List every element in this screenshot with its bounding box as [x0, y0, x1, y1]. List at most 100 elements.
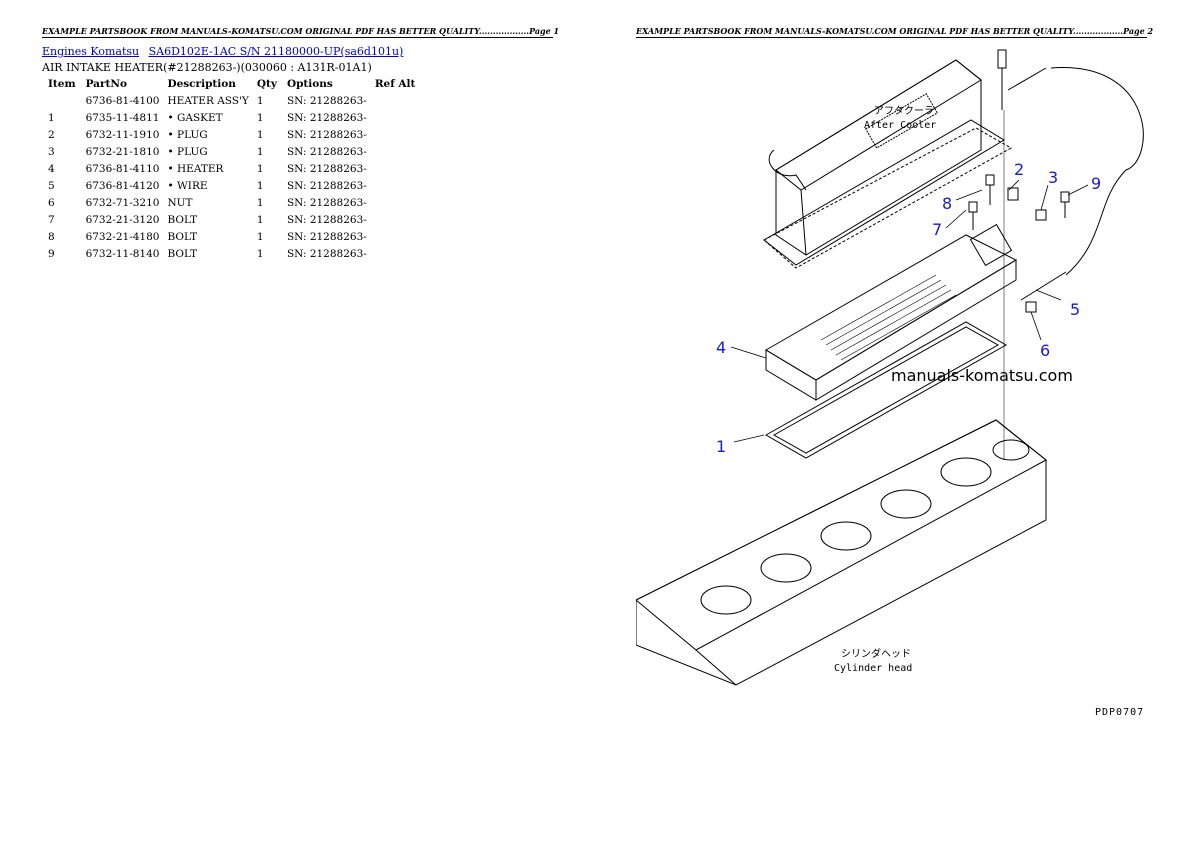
aftercooler-housing — [763, 59, 1005, 266]
callout-4: 4 — [716, 338, 726, 357]
watermark: manuals-komatsu.com — [891, 366, 1073, 385]
cell-item: 4 — [48, 163, 55, 175]
cell-qty: 1 — [256, 248, 264, 260]
cell-ref-alt — [371, 179, 422, 196]
exploded-parts-diagram: アフタクーラ After Cooler シリンダヘッド Cylinder hea… — [635, 40, 1156, 730]
breadcrumb-link-engines[interactable]: Engines Komatsu — [42, 45, 140, 58]
breadcrumb-link-model[interactable]: SA6D102E-1AC S/N 21180000-UP(sa6d101u) — [148, 45, 404, 58]
table-row: 5 6736-81-4120 • WIRE 1 SN: 21288263- — [44, 179, 421, 196]
cell-qty: 1 — [256, 95, 264, 107]
table-row: 4 6736-81-4110 • HEATER 1 SN: 21288263- — [44, 162, 421, 179]
page2-header: EXAMPLE PARTSBOOK FROM MANUALS-KOMATSU.C… — [636, 26, 1154, 38]
callout-1: 1 — [716, 437, 726, 456]
callout-7: 7 — [932, 220, 942, 239]
cell-qty: 1 — [256, 214, 264, 226]
cell-description: BOLT — [167, 214, 198, 226]
cell-item: 6 — [48, 197, 55, 209]
cell-description: • PLUG — [167, 129, 208, 141]
cell-qty: 1 — [256, 112, 264, 124]
cell-options: SN: 21288263- — [286, 163, 367, 175]
page1-header: EXAMPLE PARTSBOOK FROM MANUALS-KOMATSU.C… — [42, 26, 560, 38]
cell-partno: 6736-81-4120 — [85, 180, 160, 192]
table-row: 6736-81-4100 HEATER ASS'Y 1 SN: 21288263- — [44, 94, 421, 111]
cell-partno: 6732-71-3210 — [85, 197, 160, 209]
cylinder-head-jp-label: シリンダヘッド — [841, 647, 911, 660]
cell-options: SN: 21288263- — [286, 231, 367, 243]
aftercooler-jp-label: アフタクーラ — [874, 105, 934, 117]
col-header-partno: PartNo — [85, 78, 127, 90]
cell-item: 5 — [48, 180, 55, 192]
cell-options: SN: 21288263- — [286, 95, 367, 107]
col-header-qty: Qty — [256, 78, 277, 90]
cell-description: BOLT — [167, 248, 198, 260]
table-row: 7 6732-21-3120 BOLT 1 SN: 21288263- — [44, 213, 421, 230]
cell-description: • HEATER — [167, 163, 224, 175]
cell-qty: 1 — [256, 129, 264, 141]
col-header-options: Options — [286, 78, 333, 90]
callout-9: 9 — [1091, 174, 1101, 193]
cell-item: 1 — [48, 112, 55, 124]
col-header-description: Description — [167, 78, 236, 90]
cell-qty: 1 — [256, 180, 264, 192]
leader-lines — [730, 179, 1089, 443]
cell-item: 3 — [48, 146, 55, 158]
cell-item: 7 — [48, 214, 55, 226]
cylinder-head — [635, 419, 1047, 686]
fasteners — [968, 49, 1144, 460]
cell-description: • PLUG — [167, 146, 208, 158]
callout-6: 6 — [1040, 341, 1050, 360]
cell-item — [44, 94, 82, 111]
cell-qty: 1 — [256, 146, 264, 158]
heater-body — [765, 223, 1018, 401]
cell-description: • GASKET — [167, 112, 223, 124]
cell-partno: 6732-11-8140 — [85, 248, 160, 260]
cell-item: 2 — [48, 129, 55, 141]
cell-partno: 6735-11-4811 — [85, 112, 160, 124]
cell-partno: 6732-21-4180 — [85, 231, 160, 243]
col-header-item: Item — [48, 78, 76, 90]
cell-description: BOLT — [167, 231, 198, 243]
callout-8: 8 — [942, 194, 952, 213]
cell-partno: 6736-81-4110 — [85, 163, 160, 175]
callout-2: 2 — [1014, 160, 1024, 179]
cell-description: HEATER ASS'Y — [167, 95, 249, 107]
cell-partno: 6736-81-4100 — [85, 95, 160, 107]
cell-ref-alt — [371, 213, 422, 230]
cell-ref-alt — [371, 111, 422, 128]
diagram-svg: アフタクーラ After Cooler シリンダヘッド Cylinder hea… — [635, 49, 1144, 686]
cell-description: NUT — [167, 197, 193, 209]
cell-partno: 6732-21-3120 — [85, 214, 160, 226]
table-row: 1 6735-11-4811 • GASKET 1 SN: 21288263- — [44, 111, 421, 128]
cell-ref-alt — [371, 94, 422, 111]
cell-options: SN: 21288263- — [286, 180, 367, 192]
cell-item: 9 — [48, 248, 55, 260]
table-row: 9 6732-11-8140 BOLT 1 SN: 21288263- — [44, 247, 421, 264]
cell-options: SN: 21288263- — [286, 197, 367, 209]
cell-ref-alt — [371, 162, 422, 179]
callout-5: 5 — [1070, 300, 1080, 319]
cell-ref-alt — [371, 128, 422, 145]
diagram-code: PDP0707 — [1095, 707, 1145, 718]
cell-options: SN: 21288263- — [286, 112, 367, 124]
section-title: AIR INTAKE HEATER(#21288263-)(030060 : A… — [42, 61, 372, 74]
cell-qty: 1 — [256, 231, 264, 243]
callout-3: 3 — [1048, 168, 1058, 187]
table-row: 6 6732-71-3210 NUT 1 SN: 21288263- — [44, 196, 421, 213]
cell-options: SN: 21288263- — [286, 146, 367, 158]
cell-qty: 1 — [256, 163, 264, 175]
gasket-lower — [764, 321, 1008, 459]
cell-options: SN: 21288263- — [286, 214, 367, 226]
cell-description: • WIRE — [167, 180, 208, 192]
table-header-row: Item PartNo Description Qty Options Ref … — [44, 77, 421, 94]
aftercooler-en-label: After Cooler — [864, 120, 936, 131]
cell-ref-alt — [371, 196, 422, 213]
cell-qty: 1 — [256, 197, 264, 209]
cell-options: SN: 21288263- — [286, 248, 367, 260]
cylinder-head-en-label: Cylinder head — [834, 663, 912, 674]
parts-table: Item PartNo Description Qty Options Ref … — [44, 77, 421, 264]
breadcrumb: Engines Komatsu SA6D102E-1AC S/N 2118000… — [42, 45, 409, 58]
cell-ref-alt — [371, 247, 422, 264]
